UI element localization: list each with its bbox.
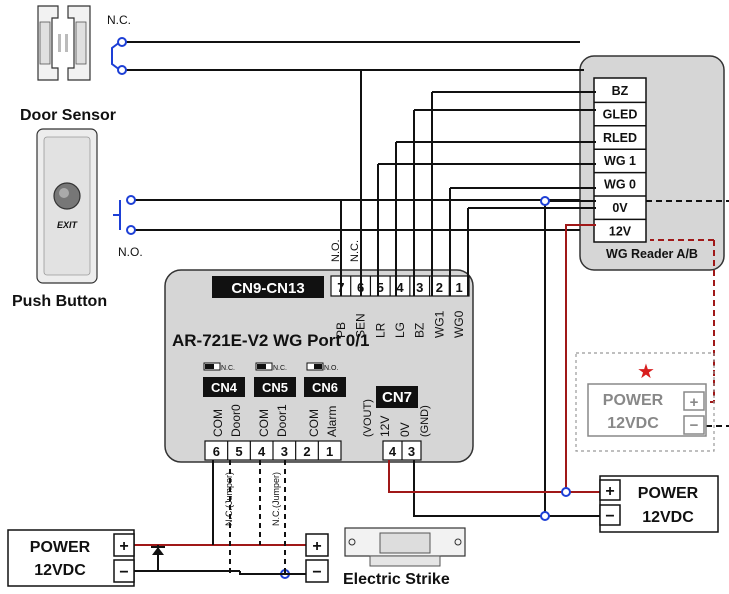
- cn6-alarm-label: Alarm: [325, 406, 339, 437]
- push-button-title: Push Button: [12, 293, 107, 310]
- push-button-icon: EXIT: [36, 128, 98, 284]
- reader-pin-label: 0V: [612, 201, 628, 215]
- cn7-0v-label: 0V: [398, 422, 412, 437]
- cn7-gnd-label: (GND): [419, 405, 431, 437]
- power-main-plus: +: [605, 483, 614, 500]
- reader-pin-label: BZ: [612, 84, 629, 98]
- jumper-legend-cn4: N.C.: [221, 365, 235, 372]
- power-optional: ★ + − POWER 12VDC: [575, 352, 715, 452]
- power-wires: [134, 224, 600, 546]
- cn9-pin-label: BZ: [413, 323, 427, 338]
- power-main: + − POWER 12VDC: [599, 475, 719, 533]
- cn5-com-label: COM: [257, 409, 271, 437]
- cn9-label: CN9-CN13: [231, 280, 304, 297]
- power-main-line1: POWER: [638, 485, 699, 502]
- power-lock-minus: −: [119, 564, 128, 581]
- relay-pin-number: 1: [326, 444, 333, 459]
- power-optional-minus: −: [690, 417, 699, 434]
- cn5-door1-label: Door1: [275, 404, 289, 437]
- relay-label-cn4: CN4: [211, 380, 238, 395]
- cn7-label: CN7: [382, 389, 412, 406]
- relay-pin-number: 5: [235, 444, 242, 459]
- door-sensor: Door Sensor N.C.: [20, 5, 131, 124]
- electric-strike-icon: [344, 527, 466, 567]
- cn9-pin-label: WG1: [432, 310, 446, 338]
- door-sensor-title: Door Sensor: [20, 107, 116, 124]
- relay-pin-number: 6: [213, 444, 220, 459]
- cn9-pin-number: 3: [416, 280, 423, 295]
- cn4-door0-label: Door0: [229, 404, 243, 437]
- door-sensor-icon: [37, 5, 91, 81]
- cn9-pin-label: PB: [334, 322, 348, 338]
- cn9-pin-label: WG0: [452, 310, 466, 338]
- reader-pins: BZ GLED RLED WG 1 WG 0 0V 12V: [594, 84, 646, 238]
- cn9-pin-label: LG: [393, 322, 407, 338]
- cn9-pin-number: 4: [396, 280, 404, 295]
- relay-pin-number: 4: [258, 444, 266, 459]
- power-optional-line2: 12VDC: [607, 415, 659, 432]
- cn9-pin-number: 1: [456, 280, 463, 295]
- strike-title: Electric Strike: [343, 571, 450, 588]
- cn7-pin-4: 4: [389, 444, 397, 459]
- reader-pin-label: WG 0: [604, 178, 636, 192]
- power-main-line2: 12VDC: [642, 509, 694, 526]
- relay-pin-number: 2: [303, 444, 310, 459]
- lock-wires: [134, 460, 320, 575]
- cn9-pin-number: 5: [377, 280, 384, 295]
- cn9-pin-label: LR: [373, 322, 387, 338]
- relay-label-cn6: CN6: [312, 380, 338, 395]
- power-optional-plus: +: [690, 394, 699, 411]
- power-lock-plus: +: [119, 538, 128, 555]
- relay-pin-number: 3: [281, 444, 288, 459]
- sen-contact-label: N.C.: [349, 240, 361, 262]
- controller-title: AR-721E-V2 WG Port 0/1: [172, 331, 369, 350]
- reader-title: WG Reader A/B: [606, 247, 698, 261]
- relay-label-cn5: CN5: [262, 380, 288, 395]
- wg-reader: BZ GLED RLED WG 1 WG 0 0V 12V WG Reader A/B: [579, 55, 725, 271]
- power-lock: + − POWER 12VDC: [7, 529, 135, 587]
- signal-wires: [121, 41, 600, 520]
- pb-contact-label: N.O.: [330, 239, 342, 262]
- cn9-pin-number: 2: [436, 280, 443, 295]
- door-sensor-contact-label: N.C.: [107, 13, 131, 27]
- power-optional-star: ★: [637, 359, 655, 383]
- strike-plus: +: [312, 538, 321, 555]
- strike-minus: −: [312, 564, 321, 581]
- power-lock-line2: 12VDC: [34, 562, 86, 579]
- cn9-pin-label: SEN: [354, 313, 368, 338]
- reader-pin-label: GLED: [603, 107, 638, 121]
- jumper-label-cn4: N.C.(Jumper): [224, 472, 234, 526]
- power-main-minus: −: [605, 508, 614, 525]
- cn6-com-label: COM: [307, 409, 321, 437]
- cn7-vout-label: (VOUT): [362, 399, 374, 437]
- cn7-12v-label: 12V: [378, 416, 392, 437]
- electric-strike: + − Electric Strike: [305, 527, 466, 588]
- jumper-legend-cn6: N.O.: [324, 365, 338, 372]
- reader-pin-label: 12V: [609, 224, 632, 238]
- cn7-pin-3: 3: [408, 444, 415, 459]
- jumper-legend-cn5: N.C.: [273, 365, 287, 372]
- power-lock-line1: POWER: [30, 539, 91, 556]
- diode-icon: [151, 546, 165, 555]
- jumper-legend: N.C. N.C. N.O.: [203, 362, 338, 372]
- reader-pin-label: RLED: [603, 131, 637, 145]
- push-button-contact-label: N.O.: [118, 245, 143, 259]
- power-optional-line1: POWER: [603, 392, 664, 409]
- cn4-com-label: COM: [211, 409, 225, 437]
- jumper-label-cn5: N.C.(Jumper): [271, 472, 281, 526]
- reader-pin-label: WG 1: [604, 154, 636, 168]
- push-button-face-text: EXIT: [57, 220, 79, 230]
- push-button: EXIT Push Button N.O.: [12, 128, 143, 310]
